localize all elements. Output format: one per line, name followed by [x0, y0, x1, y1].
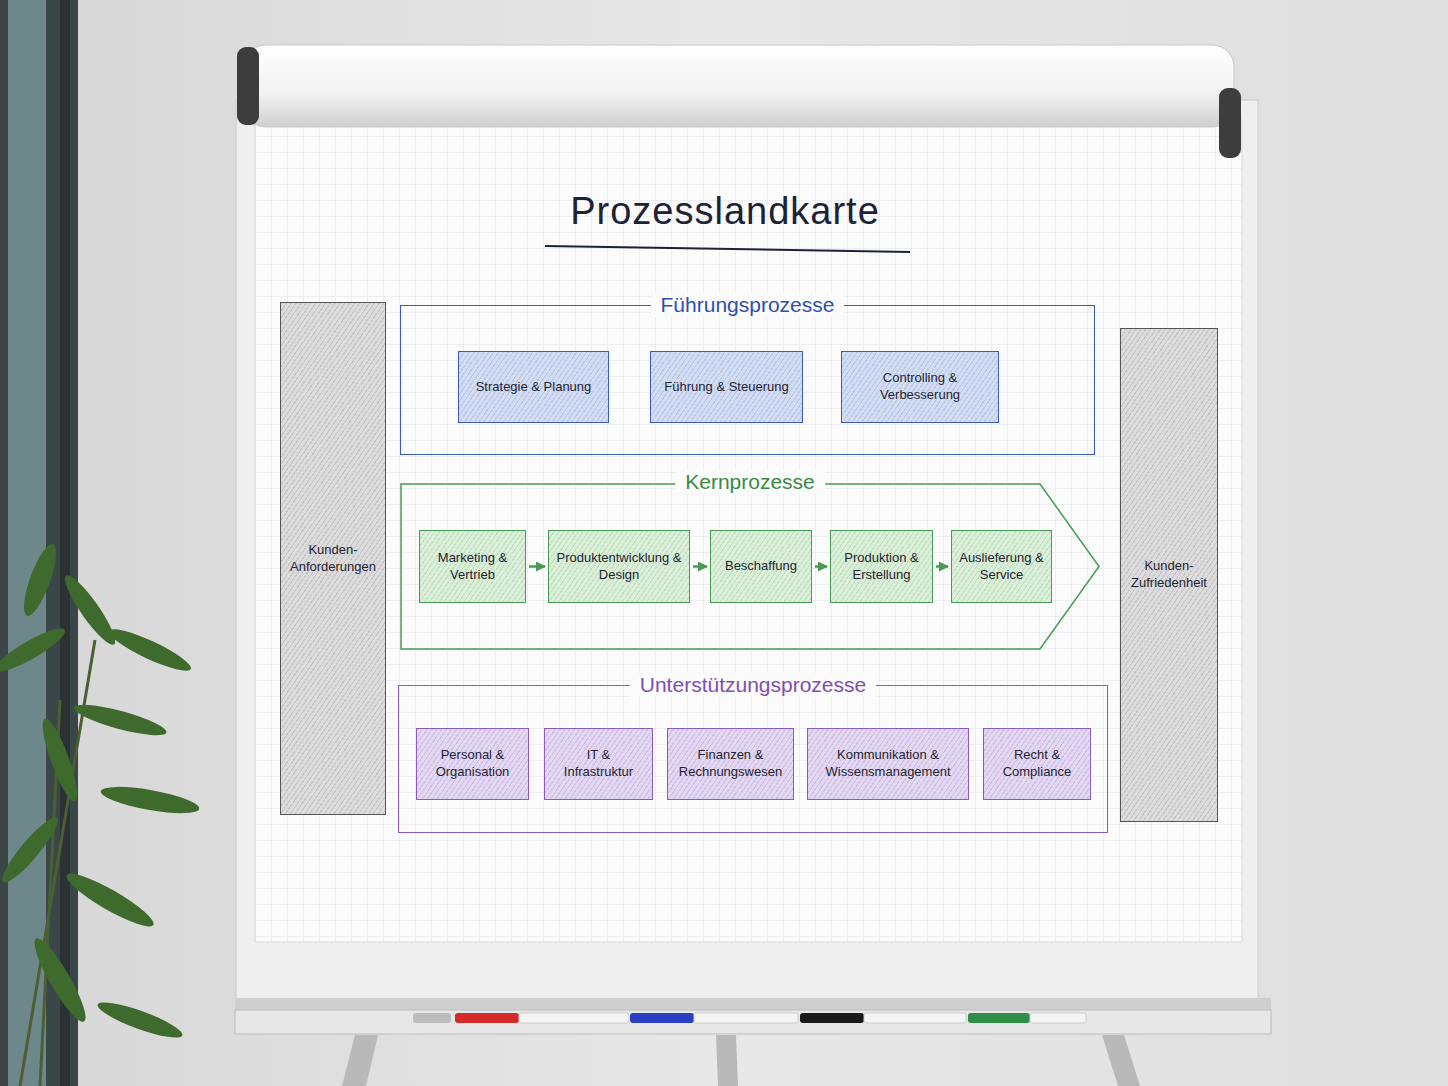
process-group: FührungsprozesseStrategie & PlanungFühru… [400, 305, 1095, 455]
node-label: Recht & Compliance [984, 743, 1090, 785]
node-label: Strategie & Planung [459, 375, 608, 400]
process-box: Recht & Compliance [983, 728, 1091, 800]
title-underline [545, 246, 910, 252]
process-box: IT & Infrastruktur [544, 728, 653, 800]
paper-roll [237, 45, 1241, 158]
flow-arrow [529, 565, 545, 568]
node-label: IT & Infrastruktur [545, 743, 652, 785]
node-label: Marketing & Vertrieb [420, 546, 525, 588]
diagram-title: Prozesslandkarte [475, 190, 975, 233]
arrow-outline-shape [401, 484, 1099, 649]
group-heading: Kernprozesse [675, 470, 825, 494]
node-label: Auslieferung & Service [952, 546, 1051, 588]
process-box: Produktentwicklung & Design [548, 530, 690, 603]
process-box: Beschaffung [710, 530, 812, 603]
customer-band: Kunden- Anforderungen [280, 302, 386, 815]
node-label: Finanzen & Rechnungswesen [668, 743, 793, 785]
process-box: Führung & Steuerung [650, 351, 803, 423]
node-label: Führung & Steuerung [651, 375, 802, 400]
marker [413, 1013, 1086, 1023]
node-label: Personal & Organisation [417, 743, 528, 785]
marker-tray [235, 998, 1271, 1034]
node-label: Kommunikation & Wissensmanagement [808, 743, 968, 785]
process-arrow-group: KernprozesseMarketing & VertriebProdukte… [400, 483, 1100, 650]
customer-band: Kunden- Zufriedenheit [1120, 328, 1218, 822]
flow-arrow [693, 565, 707, 568]
node-label: Kunden- Zufriedenheit [1121, 554, 1217, 596]
process-box: Auslieferung & Service [951, 530, 1052, 603]
process-box: Produktion & Erstellung [830, 530, 933, 603]
process-box: Strategie & Planung [458, 351, 609, 423]
process-box: Finanzen & Rechnungswesen [667, 728, 794, 800]
process-box: Controlling & Verbesserung [841, 351, 999, 423]
group-heading: Führungsprozesse [651, 293, 845, 317]
node-label: Produktion & Erstellung [831, 546, 932, 588]
node-label: Kunden- Anforderungen [281, 538, 385, 580]
flow-arrow [936, 565, 948, 568]
node-label: Produktentwicklung & Design [549, 546, 689, 588]
process-group: UnterstützungsprozessePersonal & Organis… [398, 685, 1108, 833]
node-label: Beschaffung [711, 554, 811, 579]
paper-sheet [255, 120, 1242, 942]
process-box: Marketing & Vertrieb [419, 530, 526, 603]
flipchart-board [236, 100, 1258, 1005]
flow-arrow [815, 565, 827, 568]
process-box: Personal & Organisation [416, 728, 529, 800]
process-box: Kommunikation & Wissensmanagement [807, 728, 969, 800]
easel-leg [342, 1035, 1140, 1086]
window-frame [0, 0, 78, 1086]
node-label: Controlling & Verbesserung [842, 366, 998, 408]
group-heading: Unterstützungsprozesse [630, 673, 876, 697]
plant [0, 541, 201, 1086]
